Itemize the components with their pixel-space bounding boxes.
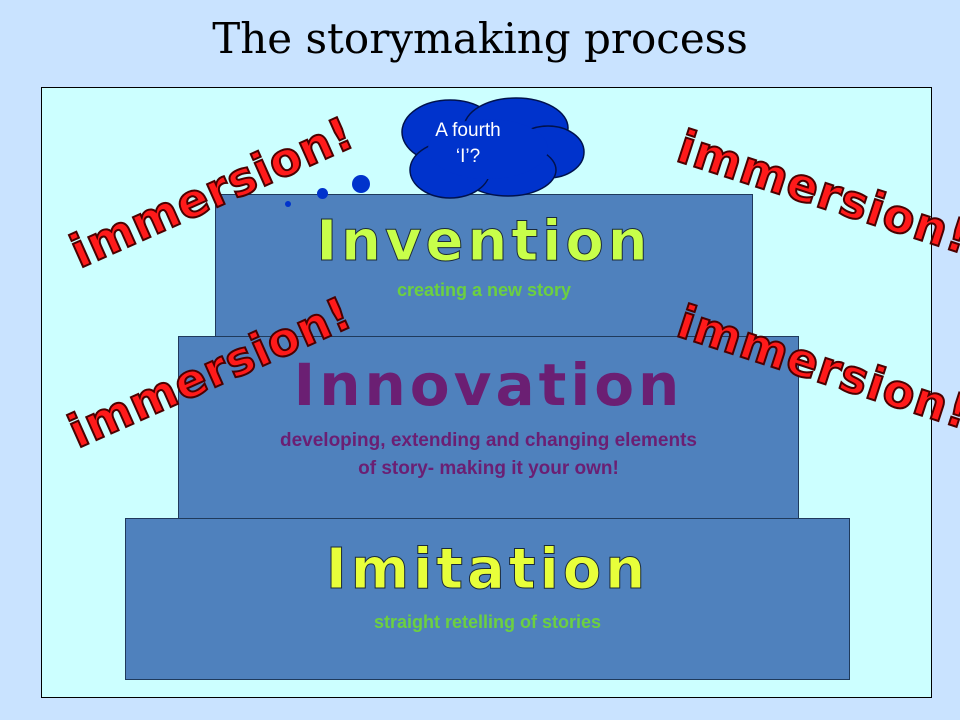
tier-invention-desc: creating a new story	[396, 280, 572, 300]
page-title: The storymaking process	[212, 14, 748, 63]
tier-imitation-desc: straight retelling of stories	[373, 612, 602, 632]
tier-invention-name: Invention	[316, 209, 652, 275]
tier-innovation: Innovation developing, extending and cha…	[178, 336, 799, 521]
thought-cloud-text-line2: ‘I’?	[455, 146, 481, 167]
tier-invention: Invention creating a new story	[215, 194, 753, 340]
thought-bubble-large	[352, 175, 370, 193]
thought-cloud-text-line1: A fourth	[435, 120, 501, 141]
tier-imitation: Imitation straight retelling of stories	[125, 518, 850, 680]
thought-bubble-small	[285, 201, 291, 207]
tier-innovation-desc-line1: developing, extending and changing eleme…	[279, 430, 697, 451]
thought-cloud-text: A fourth ‘I’?	[398, 118, 538, 170]
thought-bubble-medium	[317, 188, 328, 199]
tier-innovation-name: Innovation	[293, 351, 684, 419]
thought-cloud-icon	[401, 97, 585, 199]
tier-imitation-name: Imitation	[325, 537, 650, 603]
tier-innovation-desc-line2: of story- making it your own!	[358, 458, 619, 479]
